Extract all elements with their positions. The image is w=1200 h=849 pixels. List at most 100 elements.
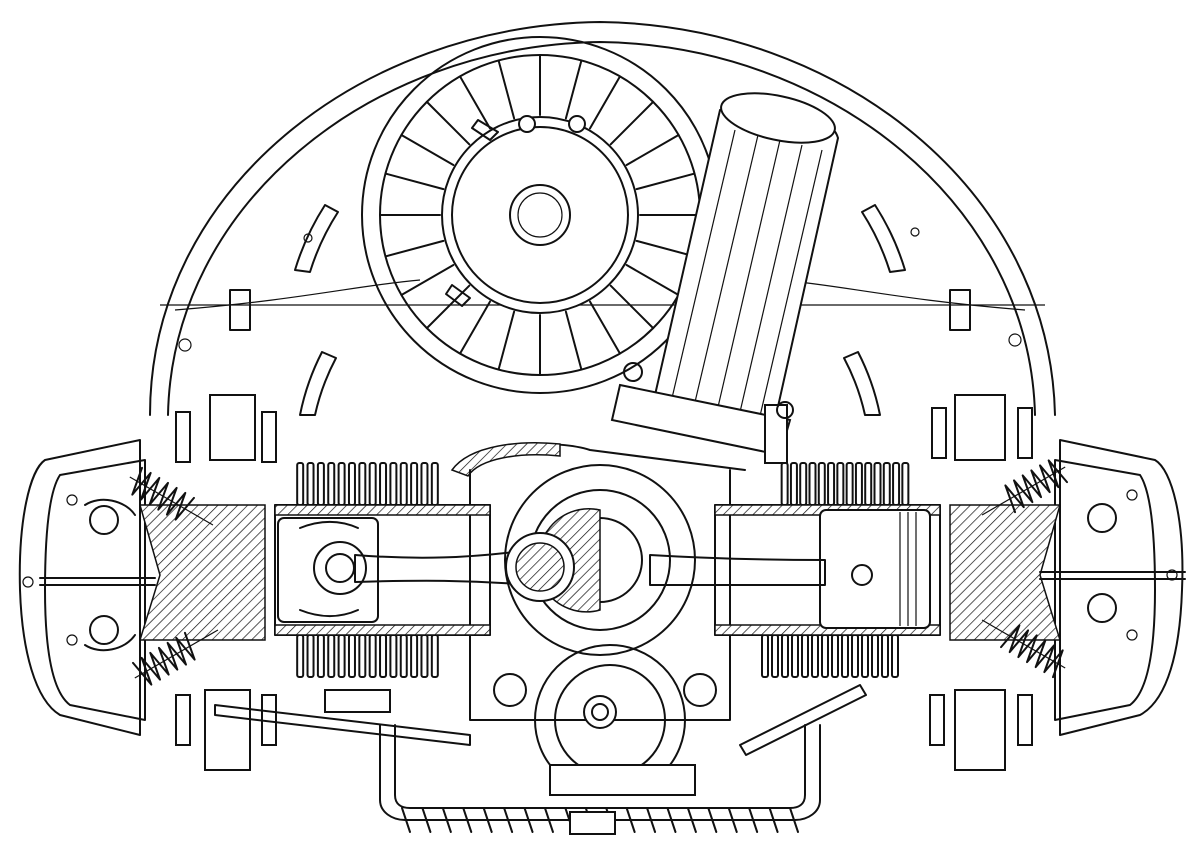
sump-fin bbox=[401, 807, 411, 833]
cooling-fin bbox=[827, 462, 836, 506]
left-cylinder-fins-bottom bbox=[296, 634, 439, 678]
valve-stem bbox=[981, 466, 1066, 516]
cooling-fin bbox=[831, 634, 839, 678]
fan-blade bbox=[425, 100, 471, 146]
left-cylinder-fins-top bbox=[296, 462, 439, 506]
cooling-fin bbox=[836, 462, 845, 506]
fan-blade bbox=[459, 75, 491, 130]
oil-sump bbox=[379, 695, 821, 835]
cooling-fin bbox=[780, 462, 789, 506]
left-piston bbox=[277, 517, 575, 623]
cooling-fin bbox=[316, 462, 325, 506]
sump-fin bbox=[421, 807, 432, 833]
cooling-fan bbox=[361, 36, 719, 394]
cooling-fin bbox=[892, 462, 901, 506]
fan-blade bbox=[609, 100, 655, 146]
sump-fin bbox=[523, 807, 534, 833]
cooling-fin bbox=[327, 462, 336, 506]
cooling-fin bbox=[337, 634, 346, 678]
fan-blade bbox=[564, 310, 583, 371]
right-cylinder-fins-bottom bbox=[761, 634, 899, 678]
push-rods bbox=[214, 673, 867, 756]
valve-stem bbox=[981, 619, 1066, 669]
fan-blade bbox=[635, 172, 696, 191]
sump-fin bbox=[789, 807, 799, 833]
cooling-fin bbox=[296, 462, 305, 506]
cooling-fin bbox=[420, 462, 429, 506]
cooling-fin bbox=[327, 634, 336, 678]
head-studs bbox=[175, 407, 1033, 746]
cooling-fin bbox=[891, 634, 899, 678]
cooling-fin bbox=[420, 634, 429, 678]
valve-spring bbox=[129, 466, 214, 526]
sump-fin bbox=[748, 807, 759, 833]
cooling-fin bbox=[871, 634, 879, 678]
cooling-fin bbox=[347, 462, 356, 506]
left-valve-springs bbox=[129, 466, 219, 686]
cooling-fin bbox=[882, 462, 891, 506]
cooling-fin bbox=[379, 634, 388, 678]
cooling-fin bbox=[430, 634, 439, 678]
fan-blade bbox=[589, 300, 621, 355]
fan-blade bbox=[400, 264, 455, 296]
cooling-fin bbox=[901, 462, 910, 506]
cooling-fin bbox=[368, 462, 377, 506]
cooling-fin bbox=[861, 634, 869, 678]
cooling-fin bbox=[389, 462, 398, 506]
cooling-fin bbox=[379, 462, 388, 506]
cooling-fin bbox=[854, 462, 863, 506]
fan-blade bbox=[635, 239, 696, 258]
cooling-fin bbox=[841, 634, 849, 678]
valve-spring bbox=[132, 629, 219, 686]
fan-blade bbox=[609, 284, 655, 330]
cooling-fin bbox=[306, 462, 315, 506]
sump-fin bbox=[666, 807, 677, 833]
fan-blades bbox=[379, 54, 701, 376]
fan-blade bbox=[625, 264, 680, 296]
fan-blade bbox=[625, 134, 680, 166]
cooling-fin bbox=[368, 634, 377, 678]
cooling-fin bbox=[808, 462, 817, 506]
right-cylinder-head bbox=[949, 394, 1186, 771]
fan-blade bbox=[384, 239, 445, 258]
valve-stem bbox=[129, 476, 214, 526]
sump-fin bbox=[727, 807, 738, 833]
cooling-fin bbox=[873, 462, 882, 506]
sump-fin bbox=[625, 807, 636, 833]
fan-blade bbox=[497, 59, 516, 120]
fan-shroud bbox=[149, 21, 1056, 416]
fan-blade bbox=[564, 59, 583, 120]
cooling-fin bbox=[881, 634, 889, 678]
cooling-fin bbox=[399, 634, 408, 678]
sump-fin bbox=[441, 807, 452, 833]
spring-coil bbox=[1000, 624, 1064, 679]
cooling-fin bbox=[358, 634, 367, 678]
left-cylinder bbox=[274, 462, 491, 678]
cooling-fin bbox=[347, 634, 356, 678]
cooling-fin bbox=[410, 462, 419, 506]
cooling-fin bbox=[389, 634, 398, 678]
cooling-fin bbox=[801, 634, 809, 678]
cooling-fin bbox=[845, 462, 854, 506]
cooling-fin bbox=[781, 634, 789, 678]
right-piston bbox=[649, 509, 931, 629]
cooling-fin bbox=[761, 634, 769, 678]
cooling-fin bbox=[864, 462, 873, 506]
sump-fin bbox=[462, 807, 473, 833]
cooling-fin bbox=[791, 634, 799, 678]
sump-fin bbox=[482, 807, 493, 833]
cooling-fin bbox=[851, 634, 859, 678]
generator-cylinder bbox=[610, 92, 840, 464]
sump-fin bbox=[503, 807, 514, 833]
cooling-fin bbox=[399, 462, 408, 506]
cooling-fin bbox=[811, 634, 819, 678]
sump-fin bbox=[543, 807, 554, 833]
sump-fins bbox=[401, 807, 799, 833]
right-valve-springs bbox=[981, 459, 1068, 679]
valve-stem bbox=[134, 629, 219, 679]
cooling-fin bbox=[337, 462, 346, 506]
cooling-fin bbox=[789, 462, 798, 506]
fan-blade bbox=[589, 75, 621, 130]
spring-coil bbox=[131, 466, 195, 521]
